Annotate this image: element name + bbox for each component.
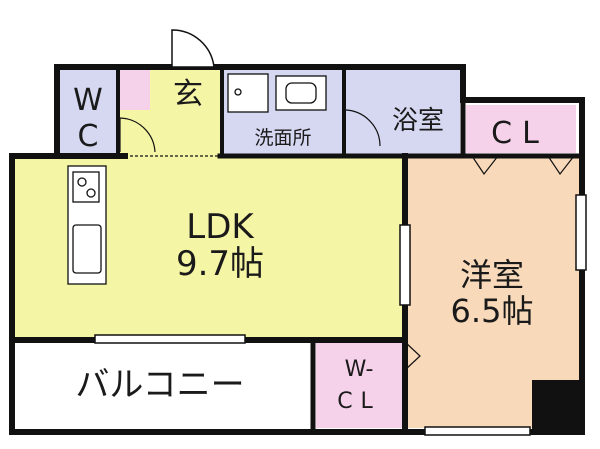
balcony-label: バルコニー bbox=[75, 365, 244, 405]
washbasin-icon bbox=[227, 73, 269, 113]
wcl-label-line2: CL bbox=[337, 389, 381, 414]
entrance-door bbox=[171, 29, 215, 68]
wc-area bbox=[60, 70, 117, 158]
washing-machine-icon bbox=[275, 75, 327, 111]
entrance-pink-strip bbox=[120, 70, 150, 110]
bath-area bbox=[346, 70, 460, 156]
bath-door bbox=[343, 109, 381, 147]
entrance-label: 玄 bbox=[173, 77, 203, 112]
wc-door bbox=[119, 117, 156, 153]
windows bbox=[94, 194, 587, 436]
structural-column bbox=[532, 380, 582, 432]
western-room-label: 洋室 bbox=[460, 256, 524, 294]
kitchen-counter bbox=[67, 165, 107, 285]
wcl-label-line1: W- bbox=[345, 357, 374, 382]
closet-area bbox=[466, 105, 576, 153]
wcl-door bbox=[404, 341, 421, 371]
bath-label: 浴室 bbox=[392, 106, 444, 136]
wc-label-w: W bbox=[73, 83, 103, 118]
ldk-label: LDK bbox=[186, 207, 255, 247]
wcl-area bbox=[316, 342, 402, 428]
closet-doors bbox=[471, 155, 575, 176]
closet-label: CL bbox=[491, 116, 549, 151]
western-room-size: 6.5帖 bbox=[451, 292, 534, 330]
balcony-area bbox=[15, 343, 311, 428]
wc-label-c: C bbox=[78, 119, 99, 154]
ldk-size: 9.7帖 bbox=[176, 244, 264, 284]
washroom-label: 洗面所 bbox=[254, 127, 311, 149]
